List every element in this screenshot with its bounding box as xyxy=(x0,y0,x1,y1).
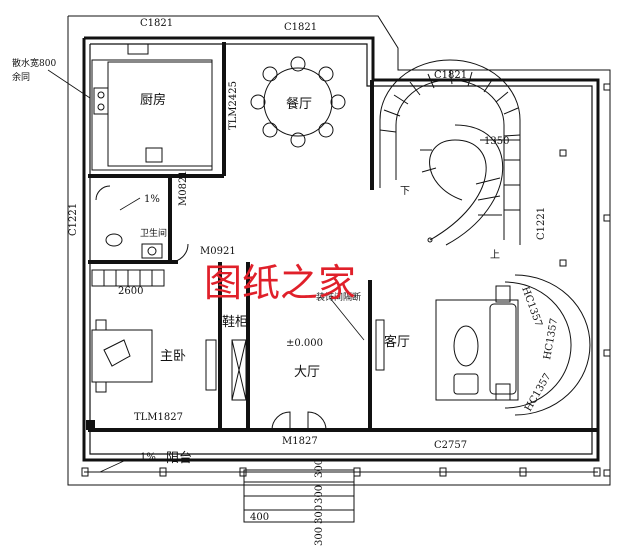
drainpipe-label-2: 余同 xyxy=(12,71,30,83)
washbasin-icon xyxy=(141,243,163,259)
window-c1821-dining: C1821 xyxy=(284,22,317,33)
armchair xyxy=(453,373,479,395)
toilet-icon xyxy=(105,233,123,247)
drainpipe-label: 散水宽800 xyxy=(12,57,56,69)
living-rug xyxy=(435,299,519,401)
dim-400: 400 xyxy=(250,512,269,523)
dining-table xyxy=(263,67,333,137)
door-m1827: M1827 xyxy=(282,436,318,447)
sink-icon xyxy=(127,43,149,55)
balcony-label: 阳台 xyxy=(166,451,192,466)
living-room-label: 客厅 xyxy=(384,334,410,350)
elevation-label: ±0.000 xyxy=(286,338,323,349)
hall-label: 大厅 xyxy=(294,365,320,380)
entrance-door xyxy=(271,411,327,431)
dining-chairs xyxy=(250,56,346,148)
exterior-wall-inner xyxy=(89,43,593,455)
dining-label: 餐厅 xyxy=(286,96,312,112)
bed xyxy=(91,329,153,383)
drainpipe-outline xyxy=(67,15,611,486)
window-hc1357-b: HC1357 xyxy=(542,317,560,360)
dim-1350: 1350 xyxy=(484,136,509,147)
watermark-text: 图纸之家 xyxy=(204,261,356,305)
stair-up-label: 上 xyxy=(490,249,500,261)
window-c1821-kitchen: C1821 xyxy=(140,18,173,29)
window-c1821-stair: C1821 xyxy=(434,70,467,81)
kitchen-counter xyxy=(91,59,213,171)
slope-bathroom: 1% xyxy=(144,194,160,205)
shoe-cabinet-label: 鞋柜 xyxy=(222,314,248,330)
bathroom-label: 卫生间 xyxy=(140,227,167,239)
kitchen-label: 厨房 xyxy=(140,92,166,108)
door-tlm2425: TLM2425 xyxy=(228,81,239,130)
dim-300-a: 300 xyxy=(314,459,325,478)
dim-300-c: 300 xyxy=(314,505,325,524)
dim-300-d: 300 xyxy=(314,527,325,546)
kitchen-island xyxy=(107,61,213,167)
stair-down-label: 下 xyxy=(400,186,410,197)
door-tlm1827: TLM1827 xyxy=(134,412,183,423)
sofa xyxy=(489,303,517,395)
balcony-railing xyxy=(81,467,601,477)
dim-300-b: 300 xyxy=(314,485,325,504)
partition-label: 装饰间隔断 xyxy=(316,291,361,303)
coffee-table xyxy=(453,325,479,367)
exterior-wall xyxy=(82,36,600,462)
fridge-icon xyxy=(145,147,163,163)
door-m0921: M0921 xyxy=(200,246,236,257)
spiral-staircase xyxy=(379,59,521,246)
front-steps xyxy=(243,469,355,523)
window-c1221-left: C1221 xyxy=(68,203,79,236)
bay-window xyxy=(514,274,591,416)
window-c2757: C2757 xyxy=(434,440,467,451)
shoe-cabinet xyxy=(231,339,247,401)
window-c1221-right: C1221 xyxy=(536,207,547,240)
master-bedroom-label: 主卧 xyxy=(160,349,186,364)
slope-balcony: 1% xyxy=(140,452,156,463)
dim-2600: 2600 xyxy=(118,286,143,297)
stove-icon xyxy=(93,87,109,115)
door-m0821: M0821 xyxy=(178,170,189,206)
